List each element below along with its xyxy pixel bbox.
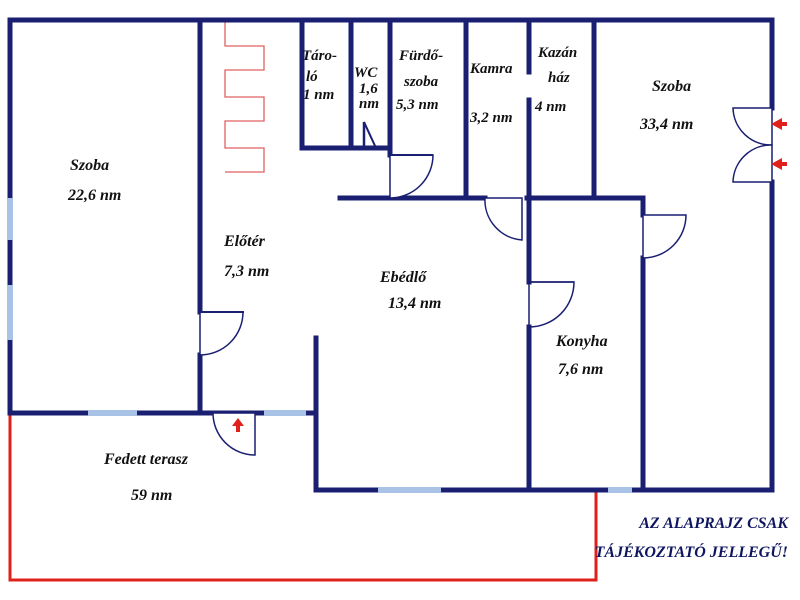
room-area-wc-2: nm bbox=[359, 96, 380, 112]
room-name-eloter: Előtér bbox=[224, 233, 265, 250]
radiator bbox=[224, 22, 265, 173]
room-area-kamra: 3,2 nm bbox=[470, 110, 513, 126]
room-area-eloter: 7,3 nm bbox=[224, 263, 270, 280]
room-area-tarolo: 1 nm bbox=[303, 87, 335, 103]
right-entry-arrow-upper bbox=[771, 118, 787, 130]
room-name-kamra: Kamra bbox=[470, 61, 513, 77]
doors bbox=[199, 107, 773, 456]
room-name-kazanhaz-2: ház bbox=[548, 70, 570, 86]
room-name-kazanhaz-1: Kazán bbox=[538, 45, 578, 61]
walls bbox=[7, 17, 775, 493]
room-name-szoba-left: Szoba bbox=[70, 157, 110, 174]
room-name-furdoszoba-1: Fürdő- bbox=[399, 48, 444, 64]
room-name-terasz: Fedett terasz bbox=[104, 451, 188, 468]
room-area-furdoszoba: 5,3 nm bbox=[396, 97, 439, 113]
windows bbox=[7, 198, 632, 493]
room-name-ebedlo: Ebédlő bbox=[380, 269, 427, 286]
right-entry-arrow-lower bbox=[771, 158, 787, 170]
entry-arrows bbox=[232, 118, 787, 432]
room-name-furdoszoba-2: szoba bbox=[404, 74, 439, 90]
room-name-konyha: Konyha bbox=[556, 333, 608, 350]
disclaimer-line-1: AZ ALAPRAJZ CSAK bbox=[639, 515, 788, 532]
room-area-kazanhaz: 4 nm bbox=[535, 99, 567, 115]
room-area-wc-1: 1,6 bbox=[359, 81, 378, 97]
room-area-szoba-right: 33,4 nm bbox=[640, 116, 694, 133]
terrace-entry-arrow bbox=[232, 418, 244, 432]
room-area-szoba-left: 22,6 nm bbox=[68, 187, 122, 204]
room-name-wc: WC bbox=[354, 65, 378, 81]
terrace-outline bbox=[8, 413, 598, 582]
room-area-terasz: 59 nm bbox=[131, 487, 173, 504]
room-name-tarolo-2: ló bbox=[306, 69, 318, 85]
room-area-ebedlo: 13,4 nm bbox=[388, 295, 442, 312]
room-area-konyha: 7,6 nm bbox=[558, 361, 604, 378]
disclaimer-line-2: TÁJÉKOZTATÓ JELLEGŰ! bbox=[594, 544, 788, 561]
room-name-tarolo-1: Táro- bbox=[302, 48, 337, 64]
room-name-szoba-right: Szoba bbox=[652, 78, 692, 95]
